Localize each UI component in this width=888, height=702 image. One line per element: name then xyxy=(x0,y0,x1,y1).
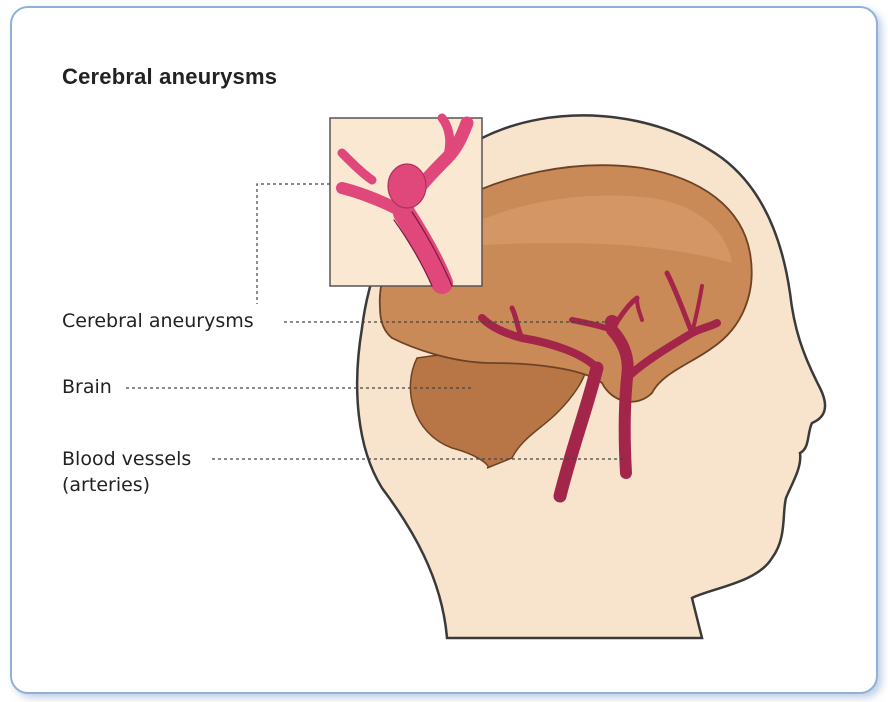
diagram-card: Cerebral aneurysms Cerebral aneurysms Br… xyxy=(10,6,878,694)
label-blood-vessels-line2: (arteries) xyxy=(62,474,150,496)
aneurysm-bulge xyxy=(605,315,619,329)
inset-aneurysm xyxy=(388,164,426,208)
label-brain: Brain xyxy=(62,374,112,400)
leader-aneurysm-inset xyxy=(257,184,330,304)
page-title: Cerebral aneurysms xyxy=(62,64,277,90)
label-blood-vessels: Blood vessels (arteries) xyxy=(62,446,191,498)
head-illustration xyxy=(12,8,876,692)
label-cerebral-aneurysms: Cerebral aneurysms xyxy=(62,308,254,334)
label-blood-vessels-line1: Blood vessels xyxy=(62,448,191,470)
inset-zoom xyxy=(330,118,482,286)
